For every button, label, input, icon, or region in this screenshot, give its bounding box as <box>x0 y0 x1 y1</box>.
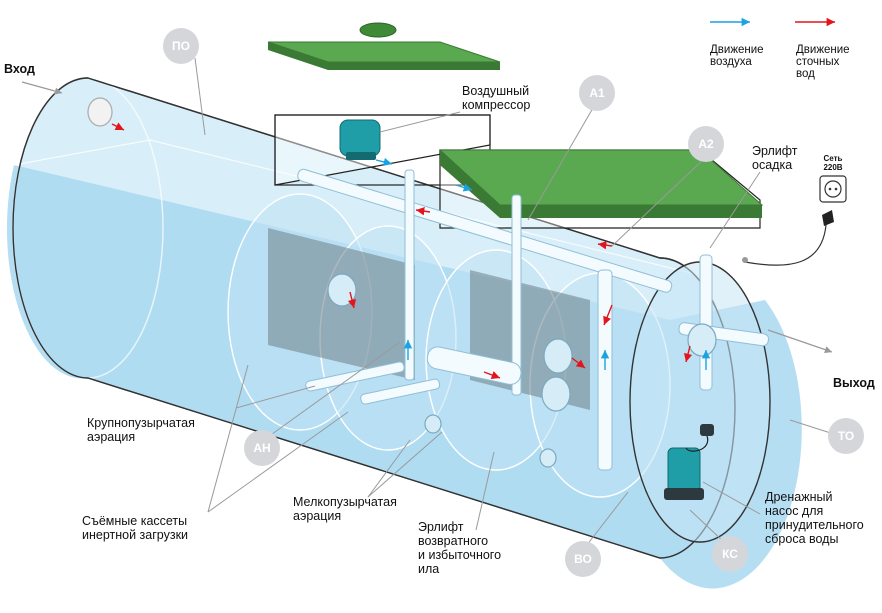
wastewater-flow-arrows <box>111 17 835 379</box>
settling-lid <box>438 149 764 229</box>
air-compressor <box>339 119 381 160</box>
sludge-airlift-label: Эрлифт осадка <box>752 144 798 172</box>
leader-lines <box>194 57 841 551</box>
drain-pump <box>664 424 714 500</box>
air-flow-arrows <box>375 17 750 370</box>
badge-a2: А2 <box>688 126 724 162</box>
power-socket-icon <box>742 175 847 266</box>
outlet-label: Выход <box>833 376 875 390</box>
fine-aeration-label: Мелкопузырчатая аэрация <box>293 495 397 523</box>
drain-pump-label: Дренажный насос для принудительного сбро… <box>765 490 864 546</box>
cassettes-label: Съёмные кассеты инертной загрузки <box>82 514 189 542</box>
badge-po: ПО <box>163 28 199 64</box>
coarse-aeration-label: Крупнопузырчатая аэрация <box>87 416 195 444</box>
badge-vo: ВО <box>565 541 601 577</box>
badge-an: АН <box>244 430 280 466</box>
inlet-label: Вход <box>4 62 35 76</box>
legend-wastewater-label: Движение сточных вод <box>796 44 850 80</box>
compressor-box <box>267 22 501 186</box>
flow-end-arrows <box>21 81 833 354</box>
return-airlift-label: Эрлифт возвратного и избыточного ила <box>418 520 502 576</box>
badge-to: ТО <box>828 418 864 454</box>
compressor-label: Воздушный компрессор <box>462 84 531 112</box>
badge-ks: КС <box>712 536 748 572</box>
legend-air-label: Движение воздуха <box>710 44 764 68</box>
power-label: Сеть 220В <box>823 154 843 172</box>
pipe-outlets <box>87 97 717 468</box>
badge-a1: А1 <box>579 75 615 111</box>
